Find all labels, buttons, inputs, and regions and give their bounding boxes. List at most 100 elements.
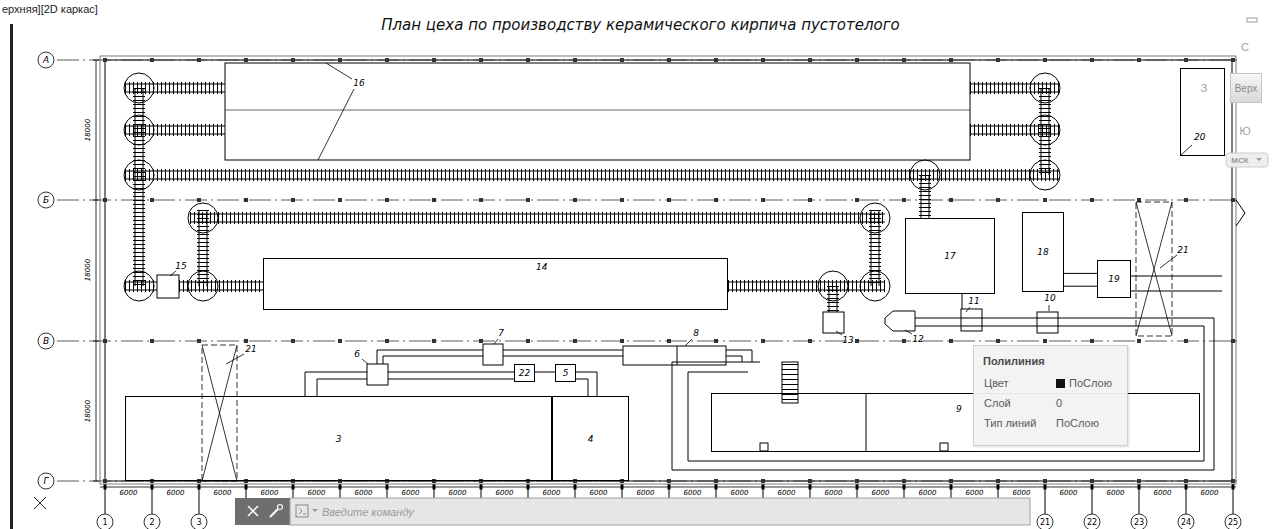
grid-axes [1178, 514, 1194, 529]
dimension-text: 6000 [637, 489, 655, 497]
viewport-frame [10, 24, 13, 529]
dimension-text: 6000 [590, 489, 608, 497]
crane-zone [202, 345, 237, 481]
leader-line [494, 339, 498, 344]
property-tooltip: ПолилинияЦветПоСлоюСлой0Тип линийПоСлою [973, 345, 1128, 446]
leader-line [170, 271, 176, 276]
building-outline [100, 56, 1236, 484]
duct-line [688, 326, 1204, 461]
equipment-box: 19 [1097, 260, 1131, 298]
leader-line [836, 331, 842, 335]
turntable [1030, 115, 1060, 145]
dimension-text: 6000 [449, 489, 467, 497]
command-line: Введите команду [322, 498, 1022, 525]
leader-line [362, 359, 368, 364]
viewport-frame [1247, 18, 1257, 22]
turntable [124, 73, 1060, 301]
dimension-text: 6000 [1013, 489, 1031, 497]
dimension-text: 6000 [543, 489, 561, 497]
command-bar [290, 498, 1030, 525]
dimension-text: 6000 [1201, 489, 1219, 497]
leader-line [1181, 145, 1192, 155]
leader-line [966, 307, 970, 312]
equipment-outline [225, 110, 970, 111]
dimension-text: 6000 [731, 489, 749, 497]
axis-letter: Г [43, 476, 48, 486]
dimension-text: 6000 [684, 489, 702, 497]
turntable [910, 160, 940, 190]
conveyor-line [1064, 273, 1097, 286]
dimension-text: 6000 [1060, 489, 1078, 497]
turntable [188, 271, 218, 301]
axis-number: 1 [102, 518, 107, 527]
command-bar [235, 498, 290, 525]
equipment-outline [760, 443, 768, 451]
axis-number: 2 [149, 518, 154, 527]
callout-number: 16 [353, 78, 364, 88]
axis-number: 3 [196, 518, 201, 527]
building-outline [1236, 200, 1245, 226]
dimension-text: 6000 [214, 489, 232, 497]
callout-number: 13 [842, 335, 853, 345]
grid-axes [103, 60, 1236, 481]
node-label: 18 [1037, 247, 1048, 257]
equipment-outline [961, 309, 982, 331]
dimension-text: 6000 [355, 489, 373, 497]
dimension-text: 6000 [872, 489, 890, 497]
ucs-menu [1226, 153, 1268, 167]
equipment-outline [367, 364, 388, 385]
axis-letter: Б [43, 195, 49, 205]
leader-line [170, 63, 1192, 364]
callout-number: 8 [693, 328, 699, 338]
callout-number: 15 [175, 261, 186, 271]
ucs-menu-label: МСК [1231, 156, 1248, 165]
equipment-outline [1037, 312, 1058, 333]
duct-line [962, 294, 963, 309]
equipment-outline [483, 344, 503, 365]
storage-area: 4 [552, 396, 629, 481]
drawing-title: План цеха по производству керамического … [0, 16, 1281, 34]
grid-axes [191, 514, 207, 529]
axis-letter: А [43, 55, 49, 65]
node-label: 14 [536, 262, 547, 272]
viewcube-letter: З [1201, 82, 1208, 94]
storage-area: 3 [125, 396, 552, 481]
duct-line [672, 318, 1214, 470]
command-bar [299, 508, 306, 514]
equipment-outline [823, 312, 844, 333]
grid-axes [1084, 514, 1100, 529]
ucs-icon [34, 497, 46, 509]
node-label: 4 [588, 434, 594, 444]
crane-zone [1136, 202, 1172, 336]
node-label: 17 [944, 251, 955, 261]
equipment-outline [225, 63, 970, 160]
grid-axes [38, 52, 54, 68]
callout-number: 10 [1044, 293, 1055, 303]
dimension-text: 6000 [1107, 489, 1125, 497]
viewport-frame [10, 18, 1257, 529]
grid-axes [38, 473, 54, 489]
conveyor-track [125, 84, 1060, 312]
command-bar [296, 505, 308, 517]
duct-line [305, 372, 367, 396]
turntable [860, 271, 890, 301]
equipment-box: 17 [905, 218, 995, 294]
equipment-outline [940, 443, 948, 451]
grid-axes [97, 514, 113, 529]
node-label: 9 [956, 404, 962, 414]
dimension-text: 6000 [496, 489, 514, 497]
command-bar [278, 505, 283, 510]
viewcube-face: Верх [1230, 73, 1262, 103]
equipment-outline [782, 364, 798, 402]
dimension-text: 6000 [402, 489, 420, 497]
turntable [1030, 73, 1060, 103]
node-label: 5 [563, 368, 569, 378]
callout-number: 11 [968, 296, 979, 306]
ucs-menu [1226, 153, 1268, 167]
grid-axes [144, 514, 160, 529]
conveyor-track [135, 88, 1049, 312]
viewcube-letter: Ю [1239, 125, 1250, 137]
dimension-text: 6000 [919, 489, 937, 497]
